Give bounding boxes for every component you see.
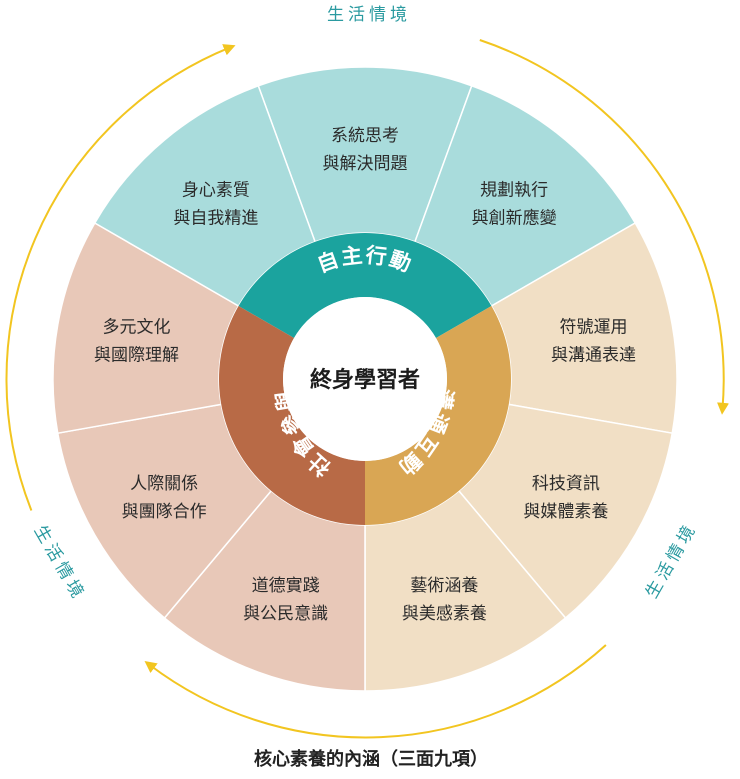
ring-sector-autonomous bbox=[238, 233, 492, 338]
center-label: 終身學習者 bbox=[310, 367, 420, 393]
ring-sector-social bbox=[218, 306, 365, 525]
competency-label-1-line1: 系統思考 bbox=[331, 126, 399, 146]
ring-sector-communication bbox=[365, 306, 511, 525]
competency-labels: 系統思考與解決問題規劃執行與創新應變符號運用與溝通表達科技資訊與媒體素養藝術涵養… bbox=[94, 126, 636, 624]
competency-label-9-line1: 身心素質 bbox=[182, 180, 250, 200]
context-label-left: 生活情境 bbox=[30, 522, 89, 605]
context-label-top: 生活情境 bbox=[327, 5, 411, 25]
context-arc-right bbox=[479, 39, 729, 415]
context-arc-bottom bbox=[144, 644, 607, 739]
context-label-right: 生活情境 bbox=[642, 519, 701, 602]
competency-label-4-line1: 科技資訊 bbox=[532, 474, 600, 494]
competency-segments bbox=[52, 66, 678, 692]
competency-label-5-line2: 與美感素養 bbox=[402, 604, 487, 624]
competency-label-9-line2: 與自我精進 bbox=[173, 208, 258, 228]
competency-label-8-line2: 與國際理解 bbox=[94, 346, 179, 366]
competency-label-7-line2: 與團隊合作 bbox=[122, 502, 207, 522]
context-arcs bbox=[5, 39, 729, 739]
competency-label-8-line1: 多元文化 bbox=[103, 318, 171, 338]
dimension-ring bbox=[218, 233, 511, 525]
competency-label-2-line2: 與創新應變 bbox=[472, 207, 557, 228]
competency-label-3-line1: 符號運用 bbox=[559, 318, 627, 338]
competency-label-1-line2: 與解決問題 bbox=[323, 154, 408, 174]
context-arc-left bbox=[5, 44, 236, 511]
competency-label-6-line1: 道德實踐 bbox=[252, 576, 320, 596]
competency-label-4-line2: 與媒體素養 bbox=[523, 502, 608, 522]
competency-label-3-line2: 與溝通表達 bbox=[551, 346, 636, 366]
caption: 核心素養的內涵（三面九項） bbox=[254, 748, 488, 770]
competency-label-6-line2: 與公民意識 bbox=[243, 604, 328, 624]
center-circle bbox=[283, 297, 447, 461]
competency-label-7-line1: 人際關係 bbox=[130, 474, 198, 494]
competency-label-2-line1: 規劃執行 bbox=[480, 180, 548, 200]
competency-label-5-line1: 藝術涵養 bbox=[410, 576, 478, 596]
